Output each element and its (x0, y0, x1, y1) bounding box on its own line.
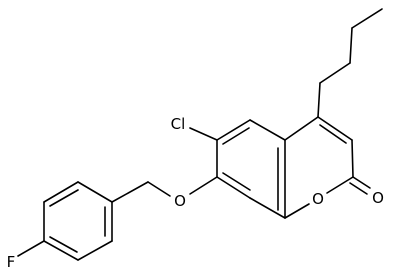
bond-c7-c8 (216, 176, 251, 199)
bond-c2-o1 (326, 176, 354, 194)
bond-ar5-ar6-inner (49, 189, 79, 207)
benzyloxy-linker (111, 176, 218, 203)
bond-butyl-1 (317, 82, 321, 118)
bond-ar5-ar6 (43, 181, 79, 203)
bond-butyl-4 (351, 8, 383, 29)
bond-o1-c8a (284, 203, 310, 219)
bond-o-ch2 (147, 181, 171, 197)
bond-c6-cl (189, 127, 218, 141)
atom-label-o-ring: O (312, 190, 324, 208)
benzo-ring (216, 119, 286, 219)
bond-c4-c3 (317, 116, 353, 141)
bond-ar2-ar3 (77, 240, 113, 261)
bond-ar3-ar4 (43, 240, 79, 261)
bond-ar3-ar4-inner (49, 236, 78, 253)
bond-c7-c8-inner (222, 172, 251, 191)
bond-c2-o-carbonyl-1 (352, 176, 371, 189)
bond-c4-c3-inner (319, 124, 347, 144)
atom-label-o-carbonyl: O (372, 189, 384, 207)
atom-label-cl: Cl (171, 115, 186, 133)
bond-c7-o (189, 176, 218, 195)
bond-c2-o-carbonyl-2 (349, 182, 368, 195)
bond-ar6-ar1 (77, 181, 113, 203)
atom-label-f: F (7, 253, 16, 271)
bond-c5-c6-inner (222, 127, 250, 145)
fluorophenyl-ring (17, 181, 113, 261)
bond-c4a-c5 (249, 119, 286, 141)
bond-c8-c8a (249, 197, 286, 219)
pyranone-ring (284, 116, 371, 219)
bond-ar4-f (17, 240, 45, 257)
bond-butyl-3 (349, 27, 353, 64)
bond-butyl-2 (319, 62, 351, 84)
atom-label-o-ether: O (174, 192, 186, 210)
bond-c4-c4a (284, 116, 319, 141)
butyl-chain (317, 8, 383, 118)
bond-ch2-ring (111, 181, 149, 203)
bond-c3-c2 (351, 139, 354, 178)
bond-c5-c6 (216, 119, 251, 141)
